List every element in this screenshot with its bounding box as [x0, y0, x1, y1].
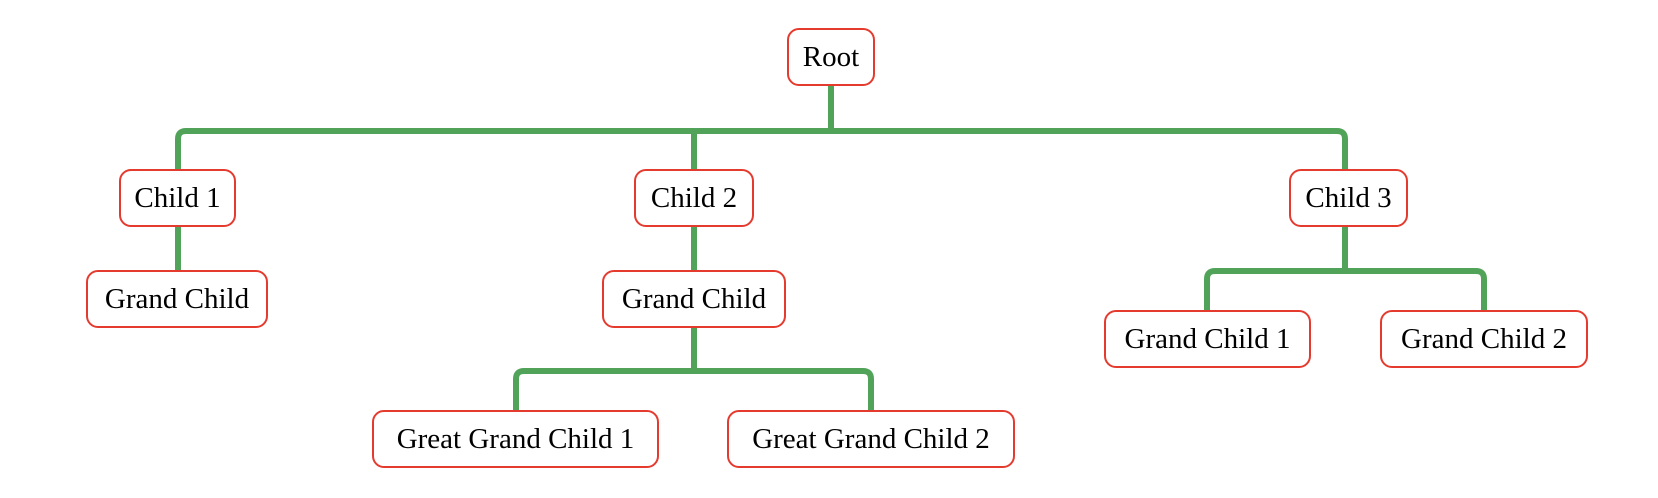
node-child-1[interactable]: Child 1: [119, 169, 236, 227]
node-child-3-grand-child-2[interactable]: Grand Child 2: [1380, 310, 1588, 368]
node-child-3-grand-child-1[interactable]: Grand Child 1: [1104, 310, 1311, 368]
node-label: Great Grand Child 1: [396, 423, 635, 455]
node-label: Grand Child: [621, 283, 767, 315]
connector-child-3-branch: [1204, 268, 1487, 310]
node-label: Grand Child 2: [1401, 323, 1567, 355]
connector-root-branch: [175, 128, 1348, 169]
node-label: Grand Child 1: [1124, 323, 1291, 355]
node-label: Root: [802, 41, 860, 73]
node-root[interactable]: Root: [787, 28, 875, 86]
connector-grandchild-branch: [513, 368, 874, 410]
node-label: Great Grand Child 2: [752, 423, 990, 455]
node-child-1-grand-child[interactable]: Grand Child: [86, 270, 268, 328]
node-great-grand-child-1[interactable]: Great Grand Child 1: [372, 410, 659, 468]
node-child-2-grand-child[interactable]: Grand Child: [602, 270, 786, 328]
node-label: Child 3: [1305, 182, 1392, 214]
node-child-3[interactable]: Child 3: [1289, 169, 1408, 227]
node-label: Grand Child: [104, 283, 250, 315]
node-great-grand-child-2[interactable]: Great Grand Child 2: [727, 410, 1015, 468]
node-label: Child 2: [650, 182, 738, 214]
node-label: Child 1: [134, 182, 221, 214]
node-child-2[interactable]: Child 2: [634, 169, 754, 227]
